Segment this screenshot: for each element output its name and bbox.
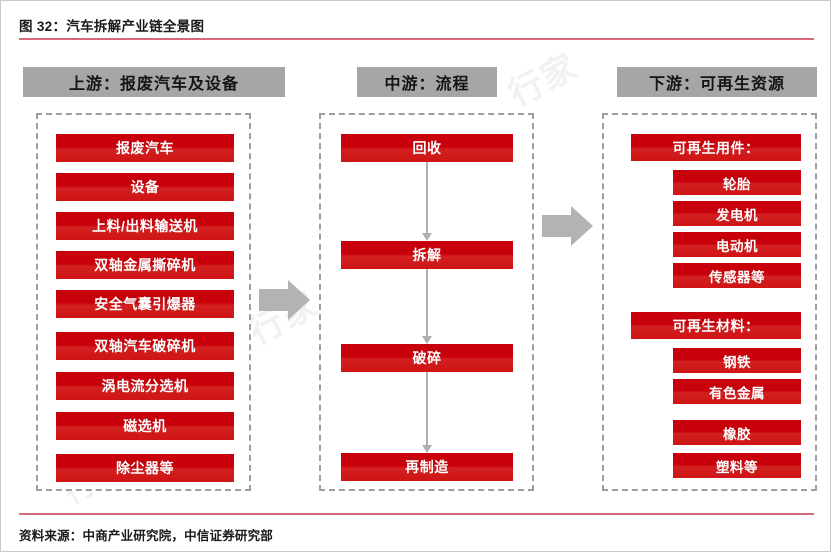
midstream-item-1: 回收 (341, 134, 513, 162)
upstream-item-1: 报废汽车 (56, 134, 234, 162)
flow-arrow-down-icon (421, 372, 433, 453)
downstream-group-1-item-3: 电动机 (673, 232, 801, 257)
stage-arrow-right-icon (259, 280, 311, 320)
stage-header-midstream: 中游：流程 (357, 67, 497, 97)
watermark: 行家 (502, 46, 585, 115)
footer-divider (19, 513, 814, 515)
upstream-item-7: 涡电流分选机 (56, 372, 234, 400)
downstream-group-1-item-2: 发电机 (673, 201, 801, 226)
stage-header-upstream: 上游：报废汽车及设备 (23, 67, 285, 97)
midstream-item-2: 拆解 (341, 241, 513, 269)
source-note: 资料来源：中商产业研究院，中信证券研究部 (19, 529, 274, 543)
figure-title: 图 32：汽车拆解产业链全景图 (19, 19, 205, 34)
downstream-group-2-item-2: 有色金属 (673, 379, 801, 404)
flow-arrow-down-icon (421, 162, 433, 241)
flow-arrow-down-icon (421, 269, 433, 344)
downstream-group-2-item-4: 塑料等 (673, 453, 801, 478)
midstream-item-3: 破碎 (341, 344, 513, 372)
upstream-item-3: 上料/出料输送机 (56, 212, 234, 240)
downstream-group-1-item-1: 轮胎 (673, 170, 801, 195)
upstream-item-5: 安全气囊引爆器 (56, 290, 234, 318)
downstream-group-1-item-4: 传感器等 (673, 263, 801, 288)
title-divider (19, 38, 814, 40)
stage-header-downstream: 下游：可再生资源 (617, 67, 817, 97)
midstream-item-4: 再制造 (341, 453, 513, 481)
upstream-item-9: 除尘器等 (56, 454, 234, 482)
stage-arrow-right-icon (542, 206, 594, 246)
downstream-group-2-header: 可再生材料： (631, 312, 801, 339)
upstream-item-6: 双轴汽车破碎机 (56, 332, 234, 360)
upstream-item-4: 双轴金属撕碎机 (56, 251, 234, 279)
downstream-group-2-item-3: 橡胶 (673, 420, 801, 445)
downstream-group-1-header: 可再生用件： (631, 134, 801, 161)
downstream-group-2-item-1: 钢铁 (673, 348, 801, 373)
upstream-item-2: 设备 (56, 173, 234, 201)
upstream-item-8: 磁选机 (56, 412, 234, 440)
